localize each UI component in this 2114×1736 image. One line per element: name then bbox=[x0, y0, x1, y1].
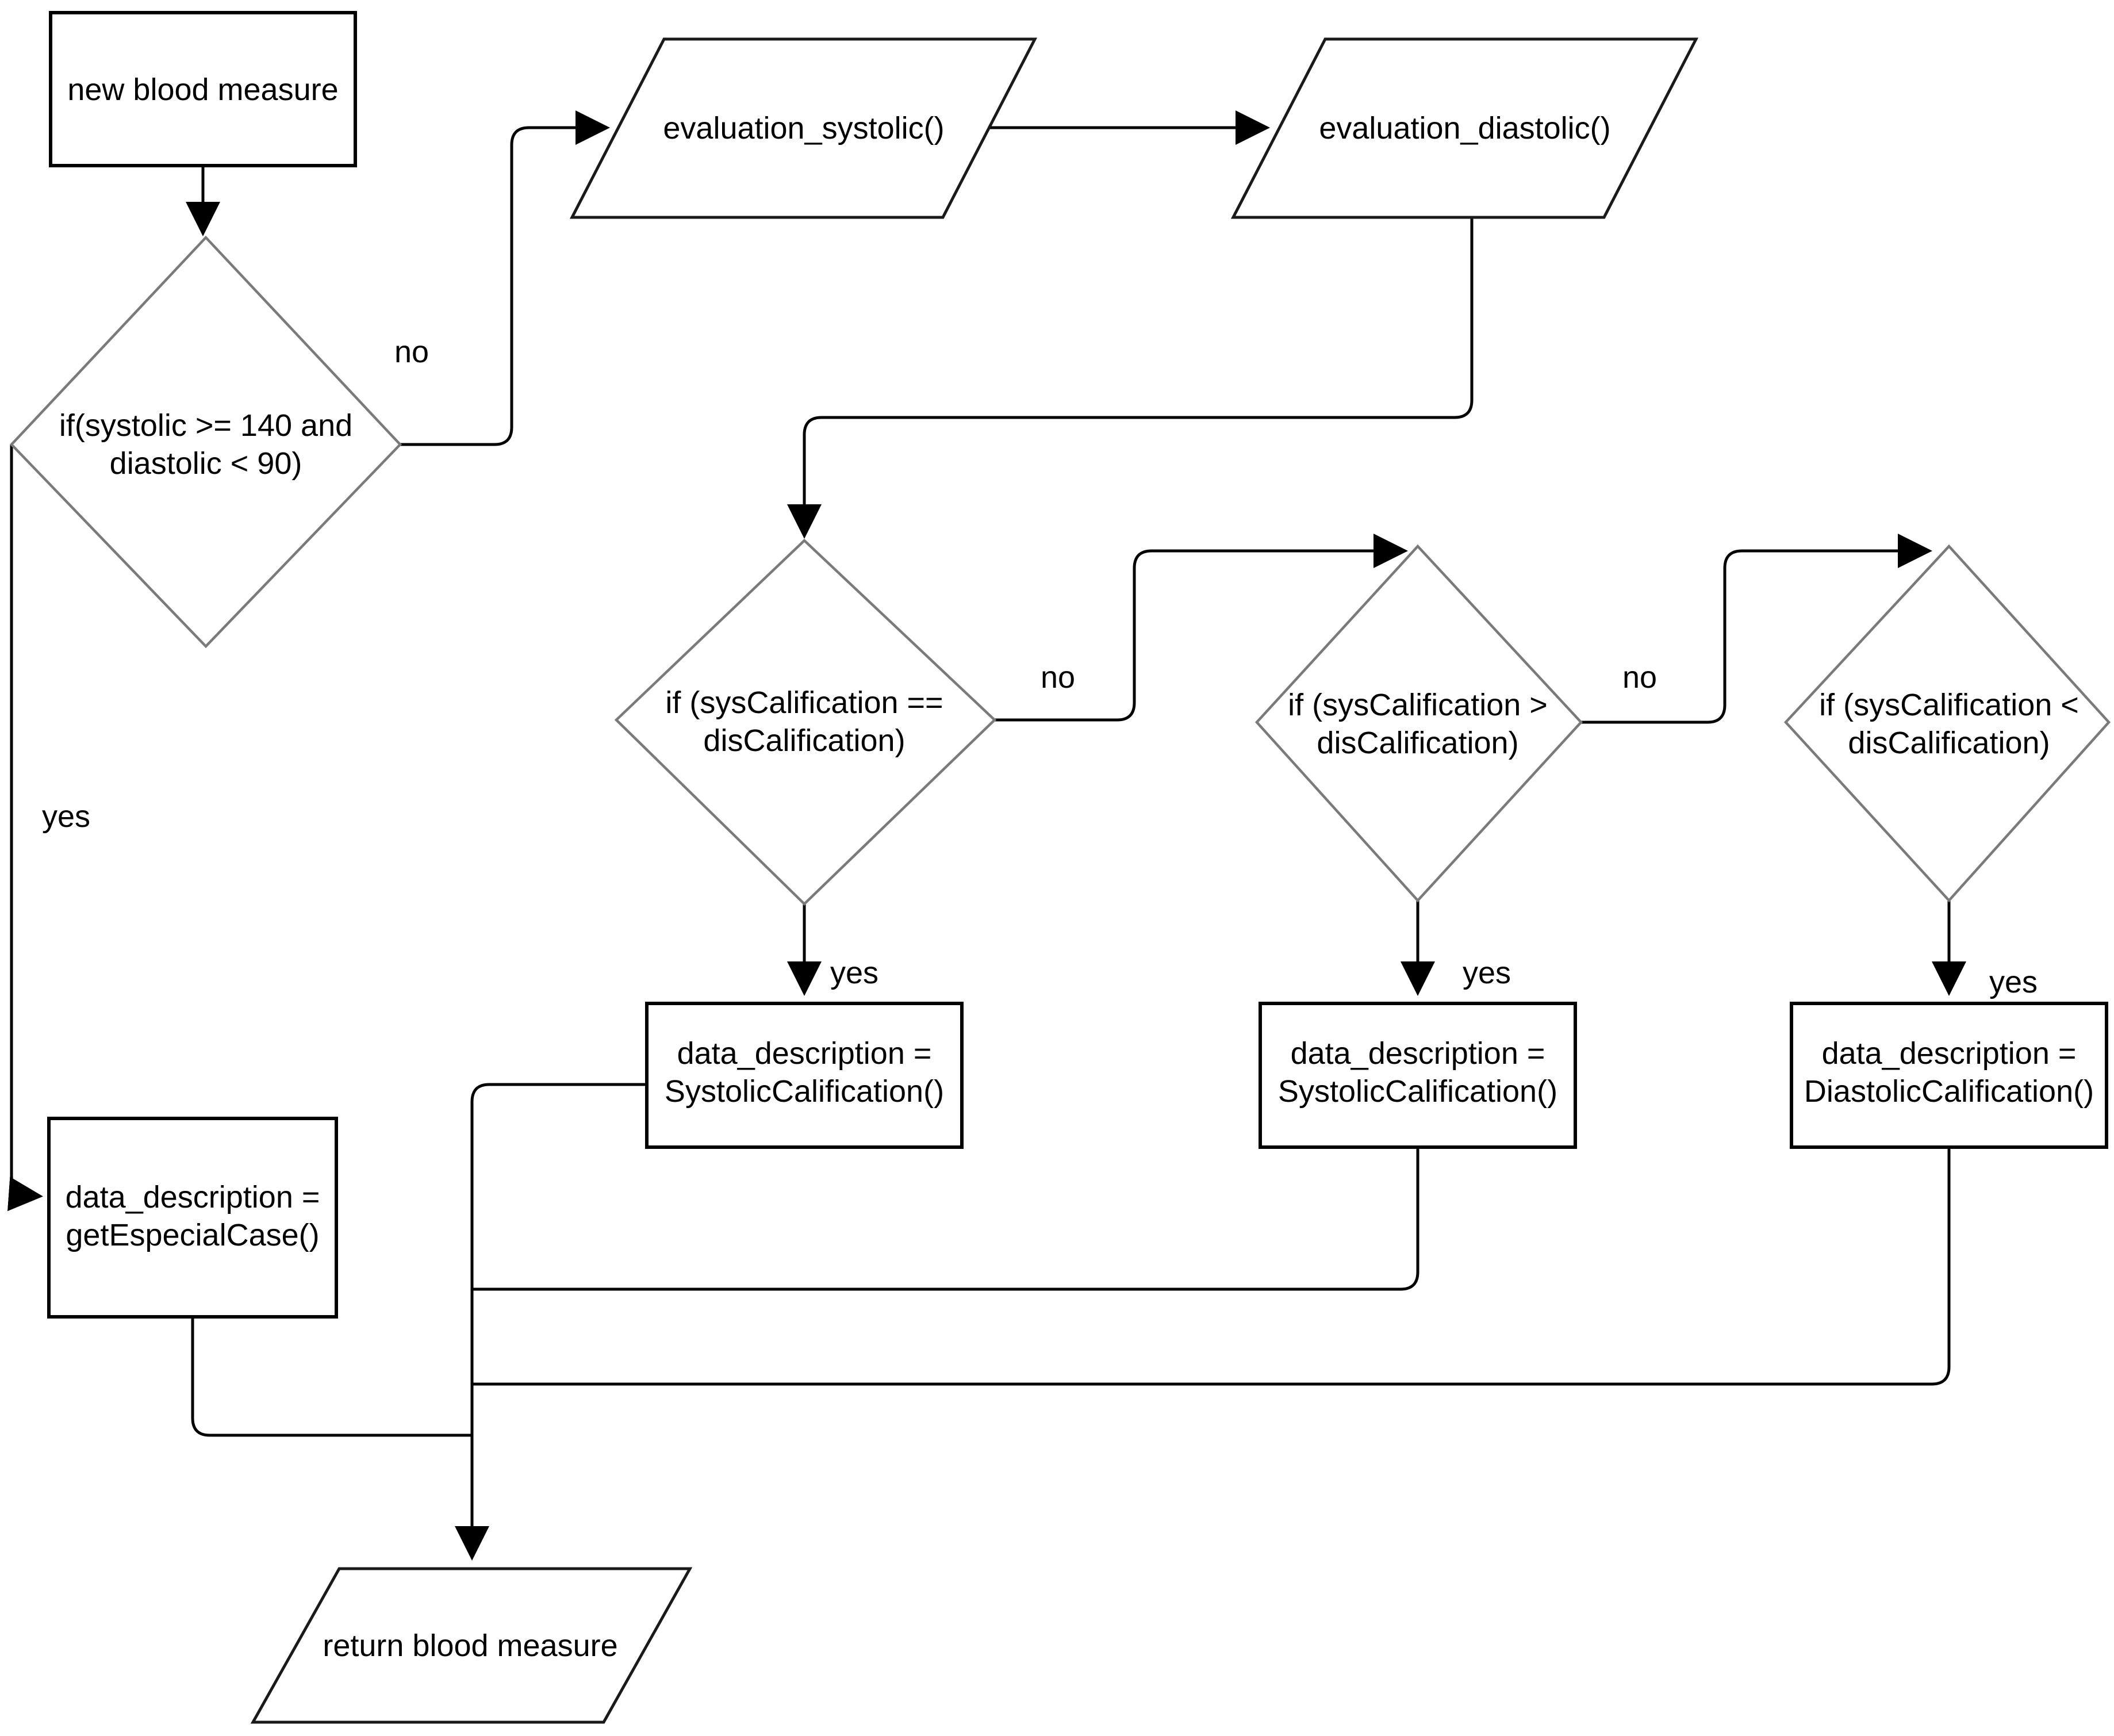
check-special-shape bbox=[9, 235, 402, 649]
node-eval-systolic: evaluation_systolic() bbox=[569, 37, 1038, 219]
edge-collector-main bbox=[455, 1083, 647, 1561]
check-special-label-line1: if(systolic >= 140 and bbox=[59, 408, 352, 443]
eval-diastolic-shape bbox=[1230, 37, 1699, 219]
check-special-label-line2: diastolic < 90) bbox=[110, 446, 302, 481]
edge-no-to-eval-systolic bbox=[400, 110, 610, 446]
assign-systolic-2-label-line1: data_description = bbox=[1291, 1036, 1545, 1071]
assign-systolic-1-label-line2: SystolicCalification() bbox=[665, 1074, 944, 1109]
check-equal-shape bbox=[614, 538, 997, 906]
eval-diastolic-label: evaluation_diastolic() bbox=[1319, 111, 1610, 145]
check-less-label-line1: if (sysCalification < bbox=[1819, 688, 2079, 722]
node-assign-systolic-2: data_description = SystolicCalification(… bbox=[1259, 1002, 1577, 1149]
node-assign-diastolic: data_description = DiastolicCalification… bbox=[1790, 1002, 2108, 1149]
check-greater-shape bbox=[1254, 544, 1583, 903]
edge-labels: no yes no yes no yes yes bbox=[42, 335, 2038, 999]
assign-special-shape bbox=[47, 1117, 338, 1319]
start-shape bbox=[49, 11, 357, 167]
label-no-1: no bbox=[394, 335, 429, 369]
edge-eval-diastolic-to-check-equal bbox=[787, 217, 1474, 539]
eval-systolic-shape bbox=[569, 37, 1038, 219]
node-eval-diastolic: evaluation_diastolic() bbox=[1230, 37, 1699, 219]
label-yes-1: yes bbox=[42, 799, 90, 834]
edge-no-to-check-greater bbox=[995, 534, 1408, 722]
node-assign-special: data_description = getEspecialCase() bbox=[47, 1117, 338, 1319]
edge-assign-systolic-2-out bbox=[472, 1147, 1419, 1291]
edge-yes-to-assign-special bbox=[7, 444, 43, 1212]
node-check-equal: if (sysCalification == disCalification) bbox=[614, 538, 997, 906]
node-check-less: if (sysCalification < disCalification) bbox=[1783, 544, 2111, 903]
label-no-3: no bbox=[1622, 660, 1657, 695]
assign-diastolic-label-line1: data_description = bbox=[1822, 1036, 2077, 1071]
label-yes-4: yes bbox=[1989, 965, 2038, 999]
return-shape bbox=[250, 1567, 693, 1724]
node-assign-systolic-1: data_description = SystolicCalification(… bbox=[645, 1002, 964, 1149]
assign-systolic-2-label-line2: SystolicCalification() bbox=[1278, 1074, 1557, 1109]
node-start: new blood measure bbox=[49, 11, 357, 167]
label-no-2: no bbox=[1041, 660, 1075, 695]
assign-diastolic-shape bbox=[1790, 1002, 2108, 1149]
label-yes-3: yes bbox=[1463, 956, 1511, 990]
assign-special-label-line1: data_description = bbox=[66, 1180, 320, 1214]
start-label: new blood measure bbox=[67, 72, 338, 107]
assign-systolic-1-shape bbox=[645, 1002, 964, 1149]
label-yes-2: yes bbox=[830, 956, 878, 990]
edge-assign-special-out bbox=[191, 1317, 472, 1437]
assign-systolic-1-label-line1: data_description = bbox=[677, 1036, 932, 1071]
assign-systolic-2-shape bbox=[1259, 1002, 1577, 1149]
check-greater-label-line1: if (sysCalification > bbox=[1288, 688, 1548, 722]
check-less-shape bbox=[1783, 544, 2111, 903]
eval-systolic-label: evaluation_systolic() bbox=[663, 111, 944, 145]
node-return: return blood measure bbox=[250, 1567, 693, 1724]
node-check-special: if(systolic >= 140 and diastolic < 90) bbox=[9, 235, 402, 649]
assign-special-label-line2: getEspecialCase() bbox=[66, 1218, 319, 1252]
edge-no-to-check-less bbox=[1581, 534, 1932, 724]
edges bbox=[7, 110, 1966, 1561]
check-greater-label-line2: disCalification) bbox=[1317, 726, 1518, 760]
check-less-label-line2: disCalification) bbox=[1848, 726, 2050, 760]
edge-assign-diastolic-out bbox=[472, 1147, 1951, 1386]
return-label: return blood measure bbox=[323, 1628, 617, 1663]
assign-diastolic-label-line2: DiastolicCalification() bbox=[1804, 1074, 2094, 1109]
node-check-greater: if (sysCalification > disCalification) bbox=[1254, 544, 1583, 903]
check-equal-label-line2: disCalification) bbox=[703, 723, 905, 758]
check-equal-label-line1: if (sysCalification == bbox=[665, 685, 943, 720]
